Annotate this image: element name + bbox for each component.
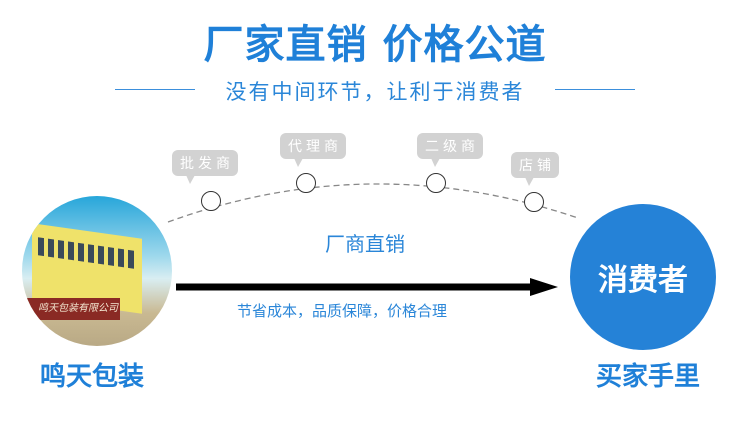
divider-left bbox=[115, 89, 195, 90]
consumer-label: 消费者 bbox=[598, 263, 688, 298]
divider-right bbox=[555, 89, 635, 90]
bubble-distributor: 二级商 bbox=[417, 133, 483, 167]
direct-sale-label: 厂商直销 bbox=[325, 232, 405, 256]
factory-photo: 鸣天包装有限公司 bbox=[22, 196, 172, 346]
benefit-label: 节省成本，品质保障，价格合理 bbox=[237, 302, 448, 320]
node-circle bbox=[201, 191, 221, 211]
node-circle bbox=[524, 192, 544, 212]
node-circle bbox=[296, 173, 316, 193]
bubble-store: 店铺 bbox=[511, 152, 559, 186]
consumer-circle: 消费者 bbox=[570, 204, 716, 350]
headline: 厂家直销 价格公道 bbox=[203, 22, 547, 68]
subheadline: 没有中间环节，让利于消费者 bbox=[225, 80, 525, 104]
bubble-wholesaler: 批发商 bbox=[172, 150, 238, 184]
node-circle bbox=[426, 173, 446, 193]
arrow-head-icon bbox=[530, 278, 558, 296]
consumer-caption: 买家手里 bbox=[596, 362, 701, 392]
factory-sign: 鸣天包装有限公司 bbox=[22, 298, 120, 320]
bubble-agent: 代理商 bbox=[280, 133, 346, 167]
manufacturer-name: 鸣天包装 bbox=[40, 362, 145, 392]
